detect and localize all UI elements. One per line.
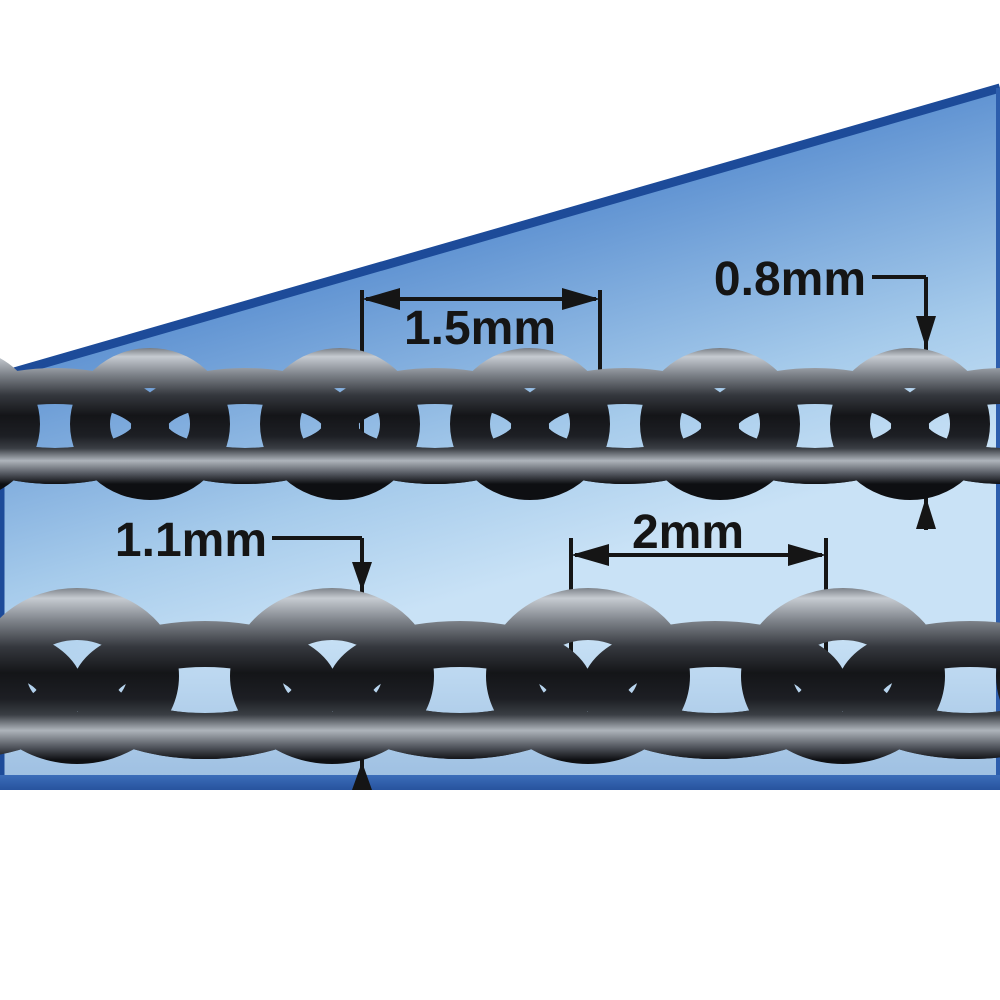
large-chain bbox=[0, 614, 1000, 738]
label-large-width: 1.1mm bbox=[115, 514, 267, 567]
arrowhead-up bbox=[352, 762, 372, 790]
dimension-small-pitch bbox=[360, 288, 602, 455]
arrowhead-down bbox=[916, 316, 936, 348]
arrowhead-left bbox=[362, 288, 400, 310]
arrowhead-down bbox=[352, 562, 372, 591]
wedge-top-border bbox=[0, 83, 1000, 381]
wedge-fill bbox=[0, 88, 1000, 775]
arrowhead-right bbox=[562, 288, 600, 310]
wedge-bottom-border bbox=[0, 775, 1000, 790]
label-small-pitch: 1.5mm bbox=[404, 302, 556, 355]
arrowhead-right bbox=[788, 544, 826, 566]
arrowhead-up bbox=[916, 497, 936, 529]
arrowhead-left bbox=[571, 544, 609, 566]
label-large-pitch: 2mm bbox=[632, 506, 744, 559]
label-small-width: 0.8mm bbox=[714, 253, 866, 306]
